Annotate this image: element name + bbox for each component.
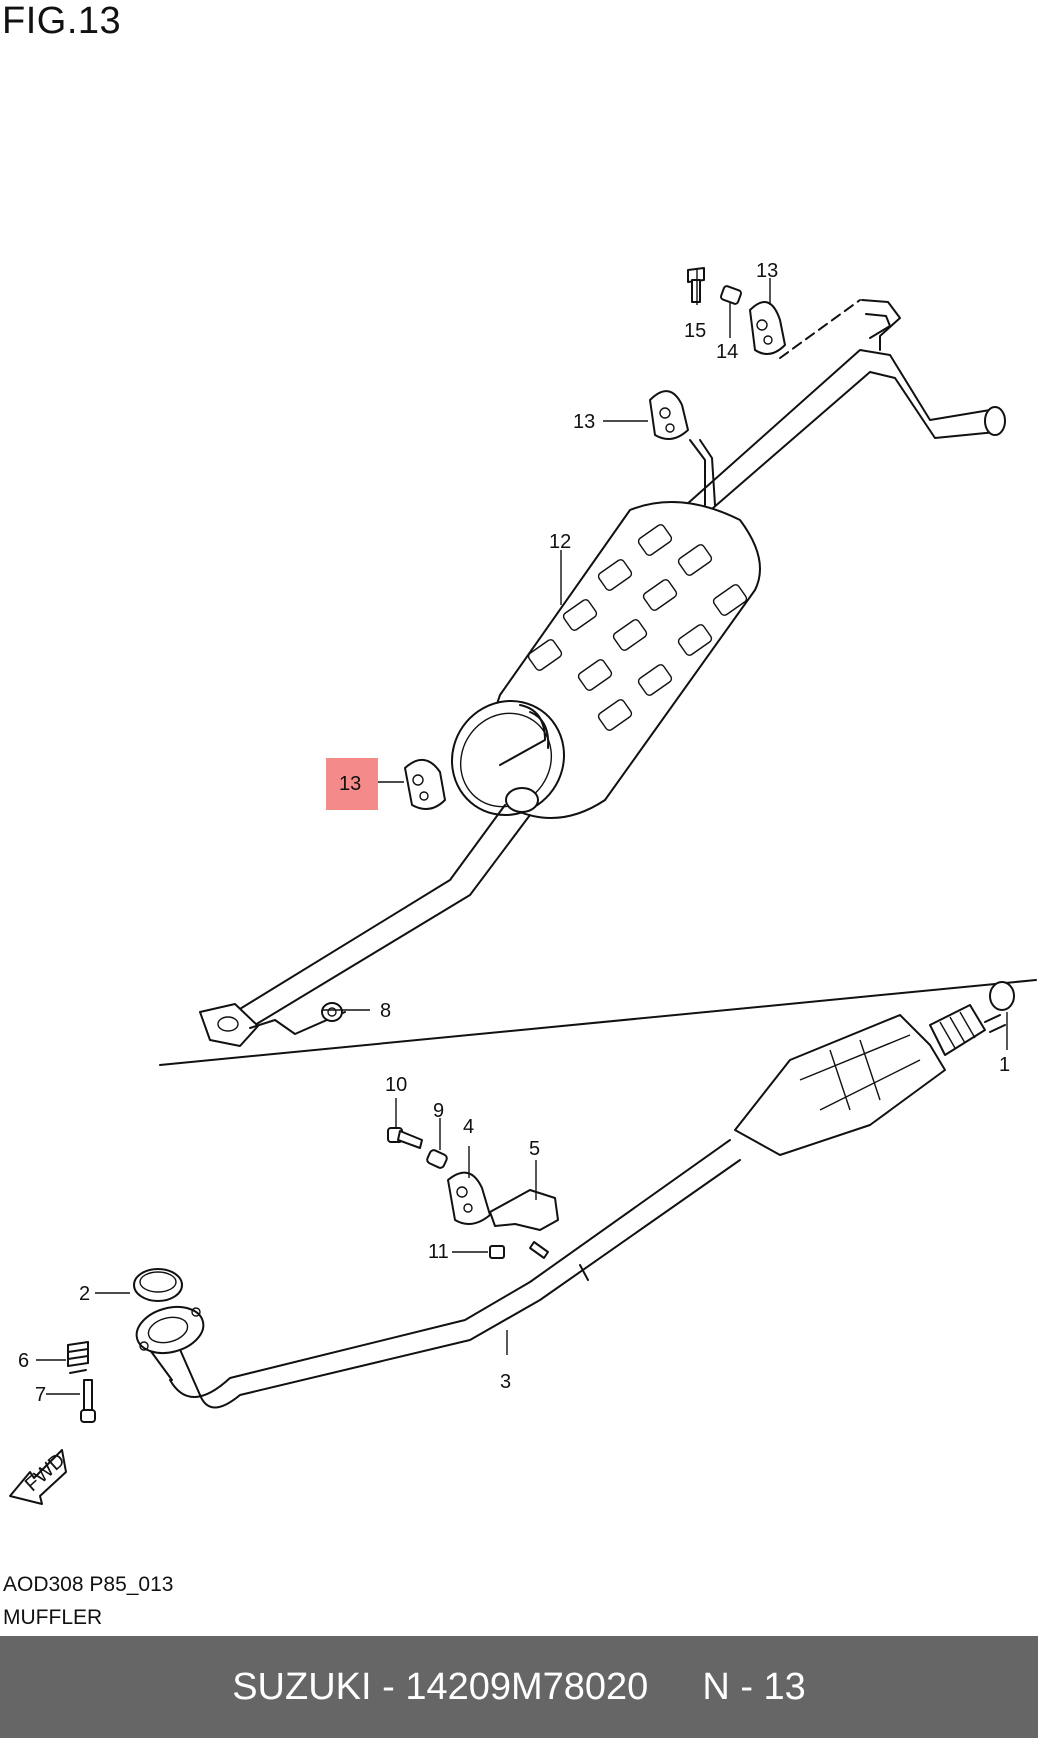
callout-13-mid: 13 <box>573 411 595 433</box>
part-14-collar <box>719 285 743 305</box>
part-8-nut <box>321 1002 343 1022</box>
figure-title: FIG.13 <box>2 0 122 42</box>
forward-arrow-icon: FWD <box>9 1449 69 1505</box>
callout-14: 14 <box>716 341 738 363</box>
footer-bar: SUZUKI - 14209M78020 N - 13 <box>0 1636 1038 1738</box>
part-13-hanger-highlighted <box>404 759 446 810</box>
callout-9: 9 <box>433 1100 444 1122</box>
part-15-bolt <box>687 267 705 303</box>
callout-7: 7 <box>35 1384 46 1406</box>
section-divider <box>159 979 1037 1066</box>
callout-13-highlighted: 13 <box>339 773 361 795</box>
callout-8: 8 <box>380 1000 391 1022</box>
part-11-bolt <box>489 1241 549 1259</box>
part-7-bolt <box>80 1379 96 1423</box>
callout-3: 3 <box>500 1371 511 1393</box>
part-6-spring <box>67 1341 89 1374</box>
callout-labels: 13 15 14 13 12 13 8 1 10 9 4 5 11 2 6 7 … <box>18 260 1010 1406</box>
callout-1: 1 <box>999 1054 1010 1076</box>
figure-code: AOD308 P85_013 <box>3 1573 174 1596</box>
exhaust-parts-diagram: FWD 13 15 14 13 12 13 8 1 10 9 4 5 1 <box>9 260 1037 1505</box>
callout-12: 12 <box>549 531 571 553</box>
part-13-hanger-mid <box>649 390 689 440</box>
footer-part-number: SUZUKI - 14209M78020 <box>232 1665 649 1708</box>
tail-pipe <box>685 299 1006 516</box>
highlight-box <box>326 758 378 810</box>
callout-13-top: 13 <box>756 260 778 282</box>
part-4-hanger <box>447 1171 491 1225</box>
main-muffler <box>450 501 761 819</box>
figure-name: MUFFLER <box>3 1606 103 1629</box>
part-1-gasket <box>989 981 1015 1011</box>
footer-page-number: N - 13 <box>702 1665 806 1708</box>
leader-lines <box>36 268 1008 1395</box>
callout-15: 15 <box>684 320 706 342</box>
part-13-hanger-top <box>749 301 786 355</box>
callout-11: 11 <box>428 1241 449 1263</box>
part-2-gasket-ring <box>133 1268 183 1302</box>
muffler-inlet-pipe <box>199 804 531 1047</box>
front-pipe-with-catalyst <box>135 1004 1006 1409</box>
callout-4: 4 <box>463 1116 474 1138</box>
part-10-bolt <box>387 1127 423 1149</box>
callout-2: 2 <box>79 1283 90 1305</box>
part-5-bracket <box>489 1189 559 1231</box>
part-9-spacer <box>426 1149 448 1169</box>
callout-5: 5 <box>529 1138 540 1160</box>
callout-10: 10 <box>385 1074 407 1096</box>
callout-6: 6 <box>18 1350 29 1372</box>
